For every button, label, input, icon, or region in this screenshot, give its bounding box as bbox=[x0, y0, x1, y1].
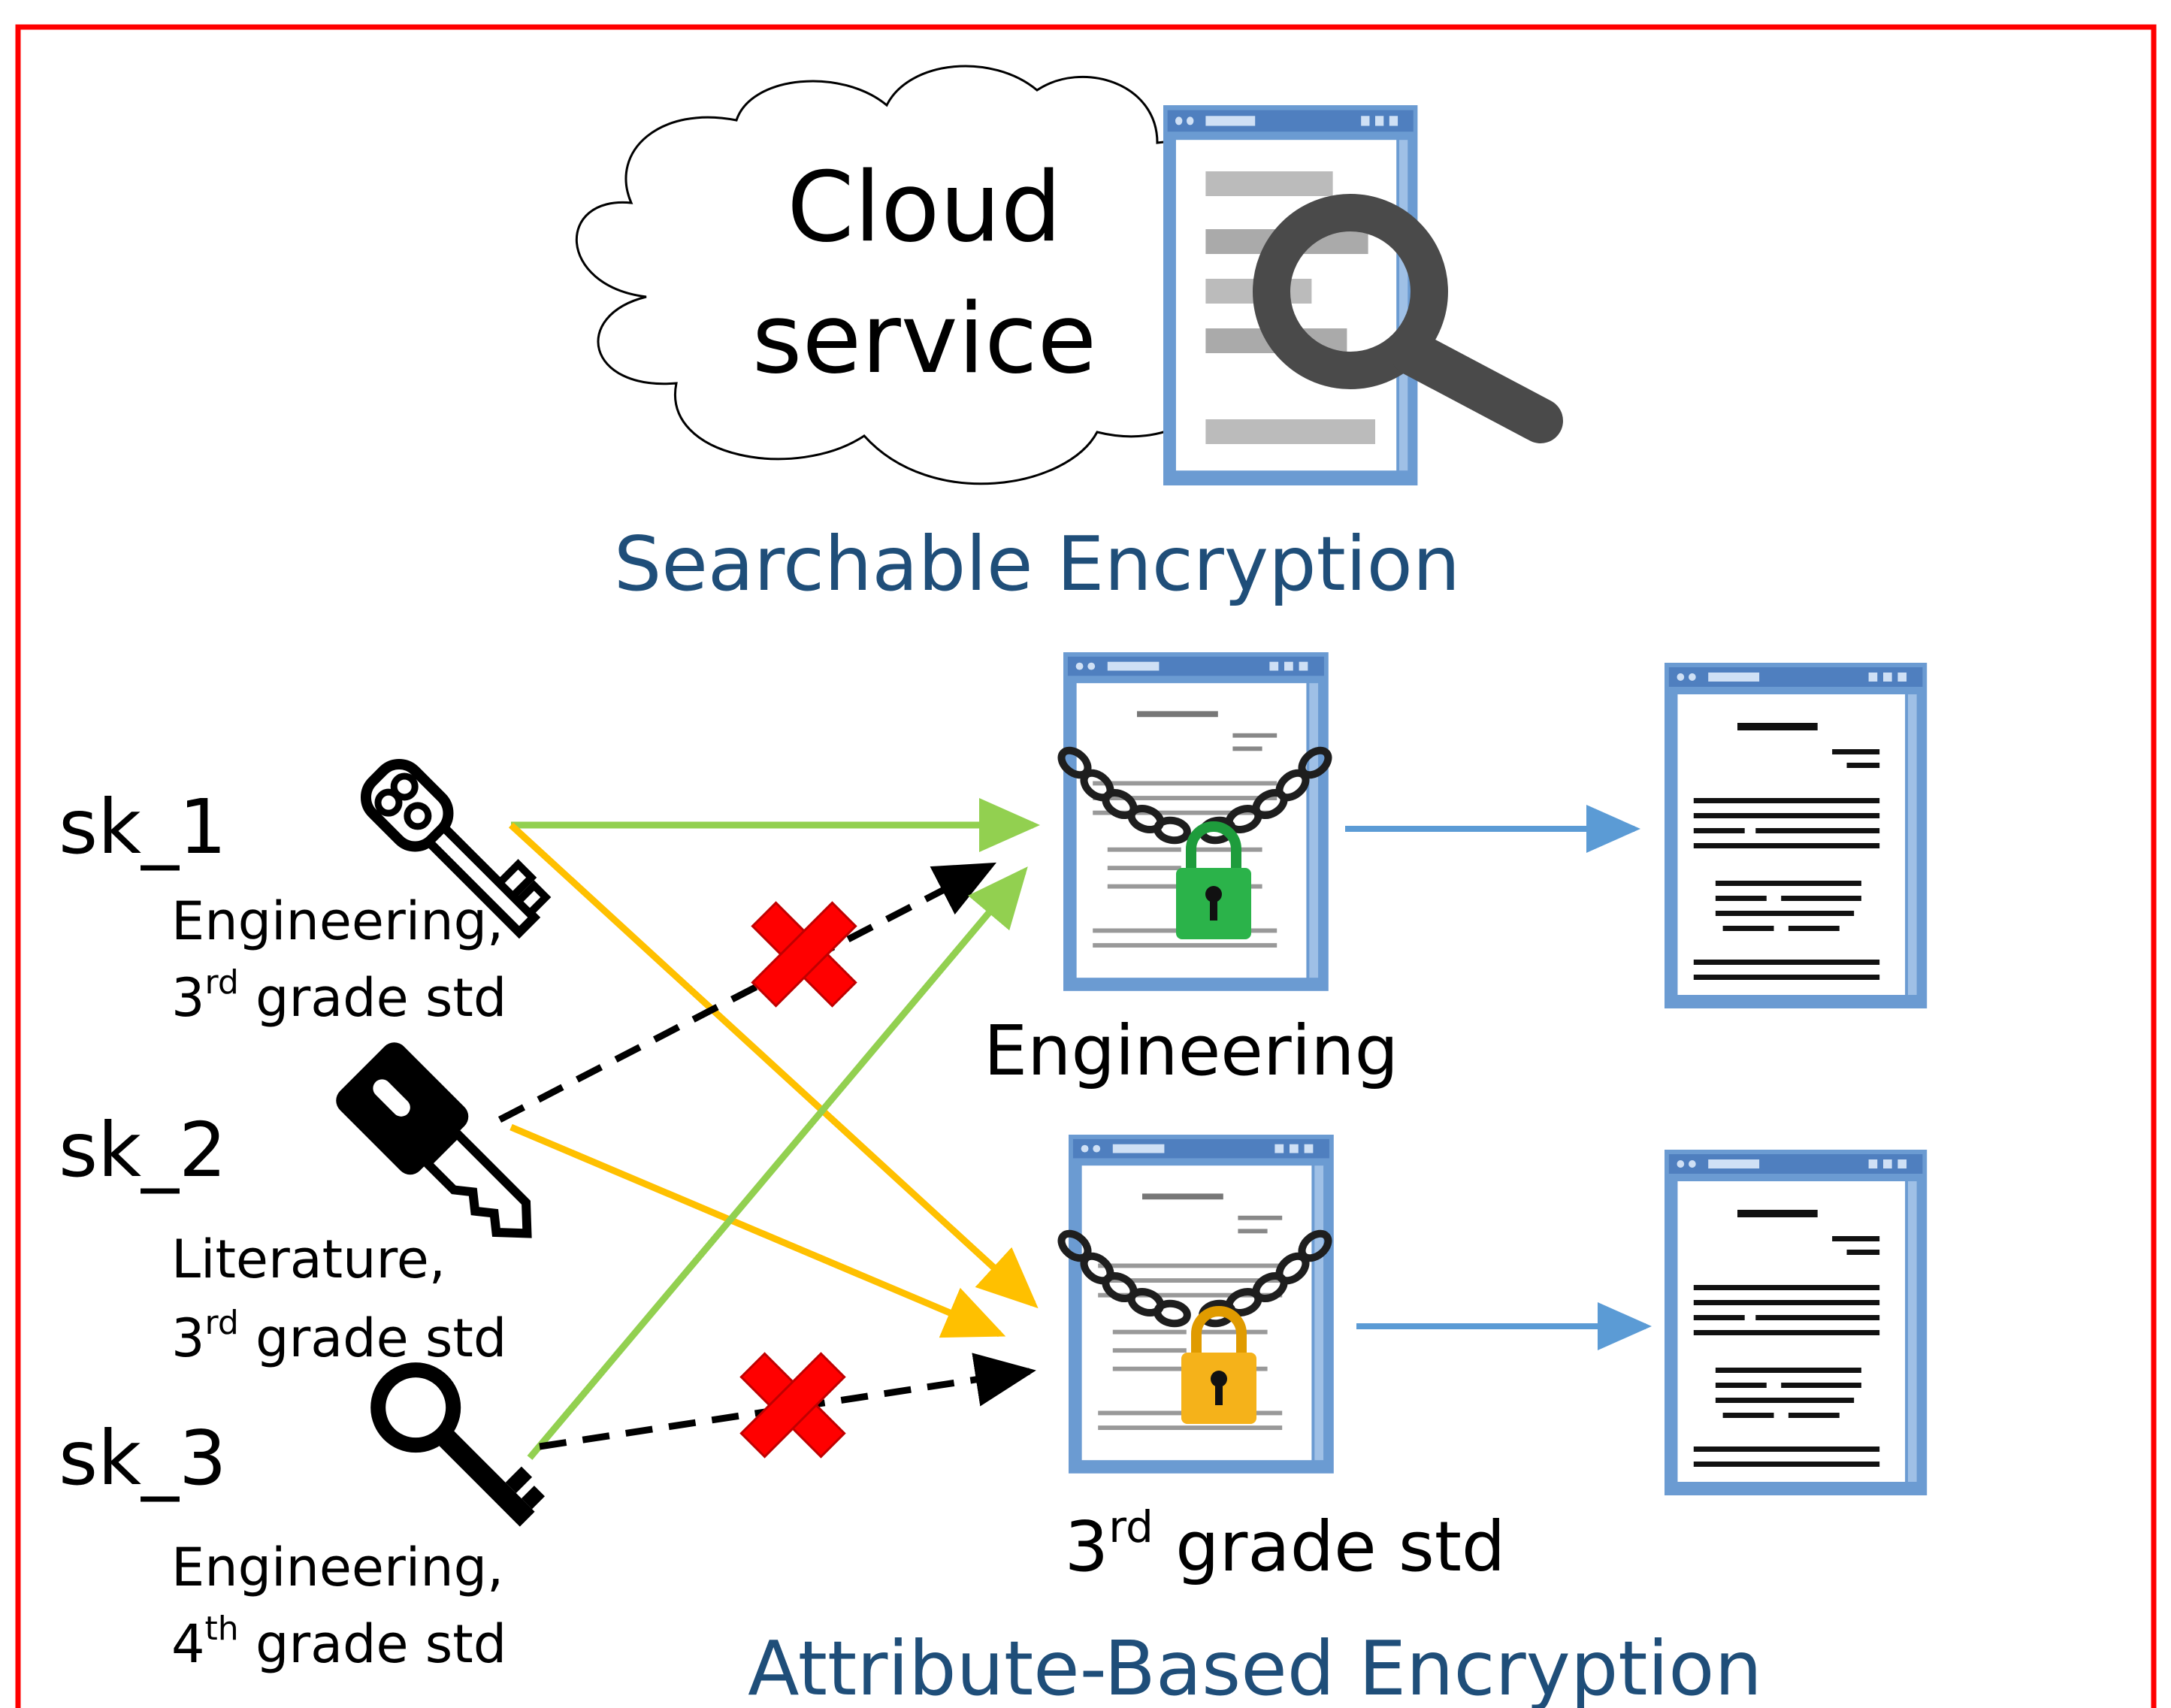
key-attr-sk1-line2: 3rd grade std bbox=[171, 963, 506, 1029]
key-name-sk3: sk_3 bbox=[59, 1414, 227, 1502]
denied-cross-icon bbox=[751, 901, 857, 1008]
key-name-sk2: sk_2 bbox=[59, 1106, 227, 1194]
cloud-shape bbox=[575, 65, 1260, 485]
key-attr-sk2-line1: Literature, bbox=[171, 1229, 446, 1290]
denied-cross-icon bbox=[739, 1352, 846, 1459]
searchable-encryption-label: Searchable Encryption bbox=[614, 520, 1460, 608]
outer-frame bbox=[15, 24, 2157, 1708]
attribute-based-encryption-label: Attribute-Based Encryption bbox=[748, 1625, 1762, 1708]
arrow-sk2-denied-engineering bbox=[497, 862, 996, 1123]
padlock-green-icon bbox=[1176, 821, 1251, 939]
arrow-sk3-denied-3rd-grade bbox=[539, 1353, 1036, 1450]
decrypted-document-engineering bbox=[1665, 663, 1928, 1008]
locked-document-engineering bbox=[1063, 652, 1329, 991]
encrypted-document-icon bbox=[1163, 105, 1418, 485]
document-label-3rd-grade: 3rd grade std bbox=[1065, 1501, 1506, 1587]
round-key-icon bbox=[370, 1362, 546, 1527]
arrow-sk1-to-3rd-grade bbox=[508, 822, 1039, 1309]
key-attr-sk2-line2: 3rd grade std bbox=[171, 1304, 506, 1369]
padlock-yellow-icon bbox=[1181, 1306, 1256, 1424]
arrow-sk3-to-engineering bbox=[527, 866, 1028, 1460]
key-attr-sk3-line2: 4th grade std bbox=[171, 1610, 506, 1675]
decrypted-document-3rd-grade bbox=[1665, 1150, 1928, 1495]
key-attr-sk3-line1: Engineering, bbox=[171, 1537, 503, 1598]
key-attr-sk1-line1: Engineering, bbox=[171, 890, 503, 952]
car-key-icon bbox=[336, 1042, 532, 1238]
arrow-sk2-to-3rd-grade bbox=[509, 1123, 1006, 1338]
cloud-title-line2: service bbox=[752, 283, 1097, 395]
cloud-title-line1: Cloud bbox=[787, 152, 1062, 264]
ornate-key-icon bbox=[360, 758, 552, 939]
magnifier-icon bbox=[1253, 194, 1563, 443]
key-name-sk1: sk_1 bbox=[59, 783, 227, 871]
document-label-engineering: Engineering bbox=[984, 1011, 1398, 1091]
